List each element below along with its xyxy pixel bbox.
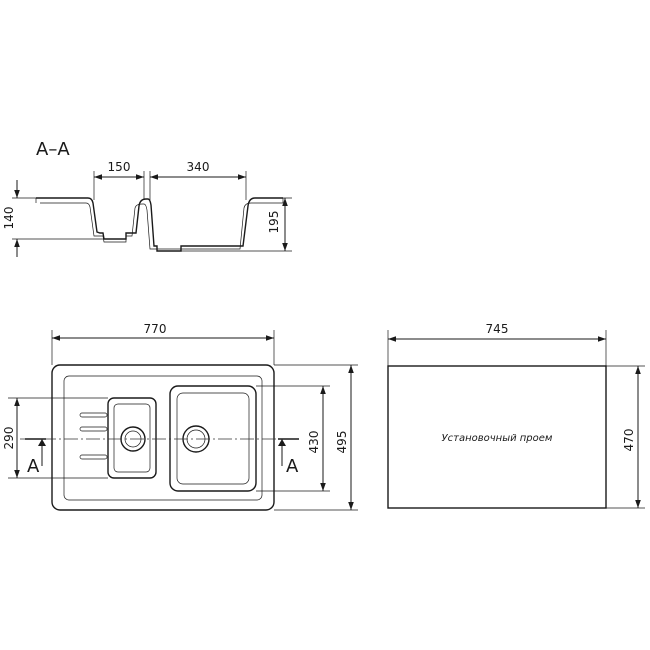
dim-label-770: 770 bbox=[144, 322, 167, 336]
section-view: A–A 150 340 140 bbox=[2, 139, 292, 257]
dim-150: 150 bbox=[93, 160, 145, 200]
cutout-view: Установочный проем 745 470 bbox=[387, 322, 645, 509]
dim-430: 430 bbox=[256, 385, 330, 492]
dim-label-150: 150 bbox=[108, 160, 131, 174]
section-mark-left: A bbox=[25, 438, 46, 477]
section-profile-inner bbox=[40, 202, 283, 250]
dim-label-745: 745 bbox=[486, 322, 509, 336]
dim-label-495: 495 bbox=[335, 431, 349, 454]
dim-495: 495 bbox=[274, 364, 358, 511]
sink-inner-rim bbox=[63, 375, 263, 501]
large-bowl bbox=[169, 385, 257, 492]
cutout-label: Установочный проем bbox=[442, 433, 553, 444]
section-profile bbox=[36, 197, 283, 252]
drainboard-grooves bbox=[79, 412, 108, 460]
small-bowl bbox=[107, 397, 157, 479]
cutout-outline bbox=[387, 365, 607, 509]
section-title: A–A bbox=[36, 139, 70, 160]
dim-label-195: 195 bbox=[267, 211, 281, 234]
dim-140: 140 bbox=[2, 180, 104, 257]
sink-outline bbox=[51, 364, 275, 511]
dim-label-290: 290 bbox=[2, 427, 16, 450]
dim-470: 470 bbox=[606, 365, 645, 509]
section-mark-right: A bbox=[278, 438, 299, 477]
dim-195: 195 bbox=[181, 197, 292, 252]
large-bowl-inner bbox=[176, 392, 250, 485]
dim-290: 290 bbox=[2, 397, 108, 479]
dim-label-340: 340 bbox=[187, 160, 210, 174]
dim-label-430: 430 bbox=[307, 431, 321, 454]
dim-770: 770 bbox=[51, 322, 275, 365]
dim-340: 340 bbox=[149, 160, 247, 200]
small-bowl-inner bbox=[113, 403, 151, 473]
section-mark-label-left: A bbox=[27, 456, 40, 477]
dim-label-140: 140 bbox=[2, 207, 16, 230]
dim-label-470: 470 bbox=[622, 429, 636, 452]
section-mark-label-right: A bbox=[286, 456, 299, 477]
dim-745: 745 bbox=[387, 322, 607, 366]
top-view: A A 770 290 430 bbox=[2, 322, 358, 511]
